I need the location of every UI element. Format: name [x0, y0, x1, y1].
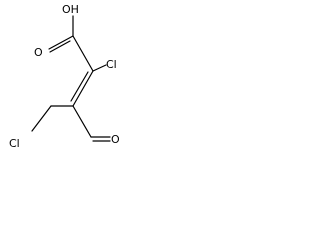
bond-c3-cho [72, 105, 92, 138]
atom-label-hydroxyl: OH [62, 3, 79, 16]
bond-c1-o-double-a [48, 35, 74, 50]
chemical-structure-diagram: OH O Cl Cl O [9, 3, 120, 150]
bonds [31, 15, 111, 142]
bond-c1-o-double-b [49, 40, 71, 53]
bond-c2-c3-double-a [72, 70, 94, 107]
bond-c2-c3-double-b [70, 71, 89, 102]
atom-label-carbonyl-oxygen: O [34, 46, 43, 59]
bond-c2-cl [92, 64, 107, 72]
atom-labels: OH O Cl Cl O [9, 3, 120, 150]
atom-label-aldehyde-oxygen: O [111, 133, 120, 146]
atom-label-chlorine-vinyl: Cl [106, 58, 117, 71]
bond-ch2-cl [31, 105, 52, 132]
atom-label-chlorine-methyl: Cl [9, 137, 20, 150]
bond-c1-c2 [72, 35, 94, 72]
